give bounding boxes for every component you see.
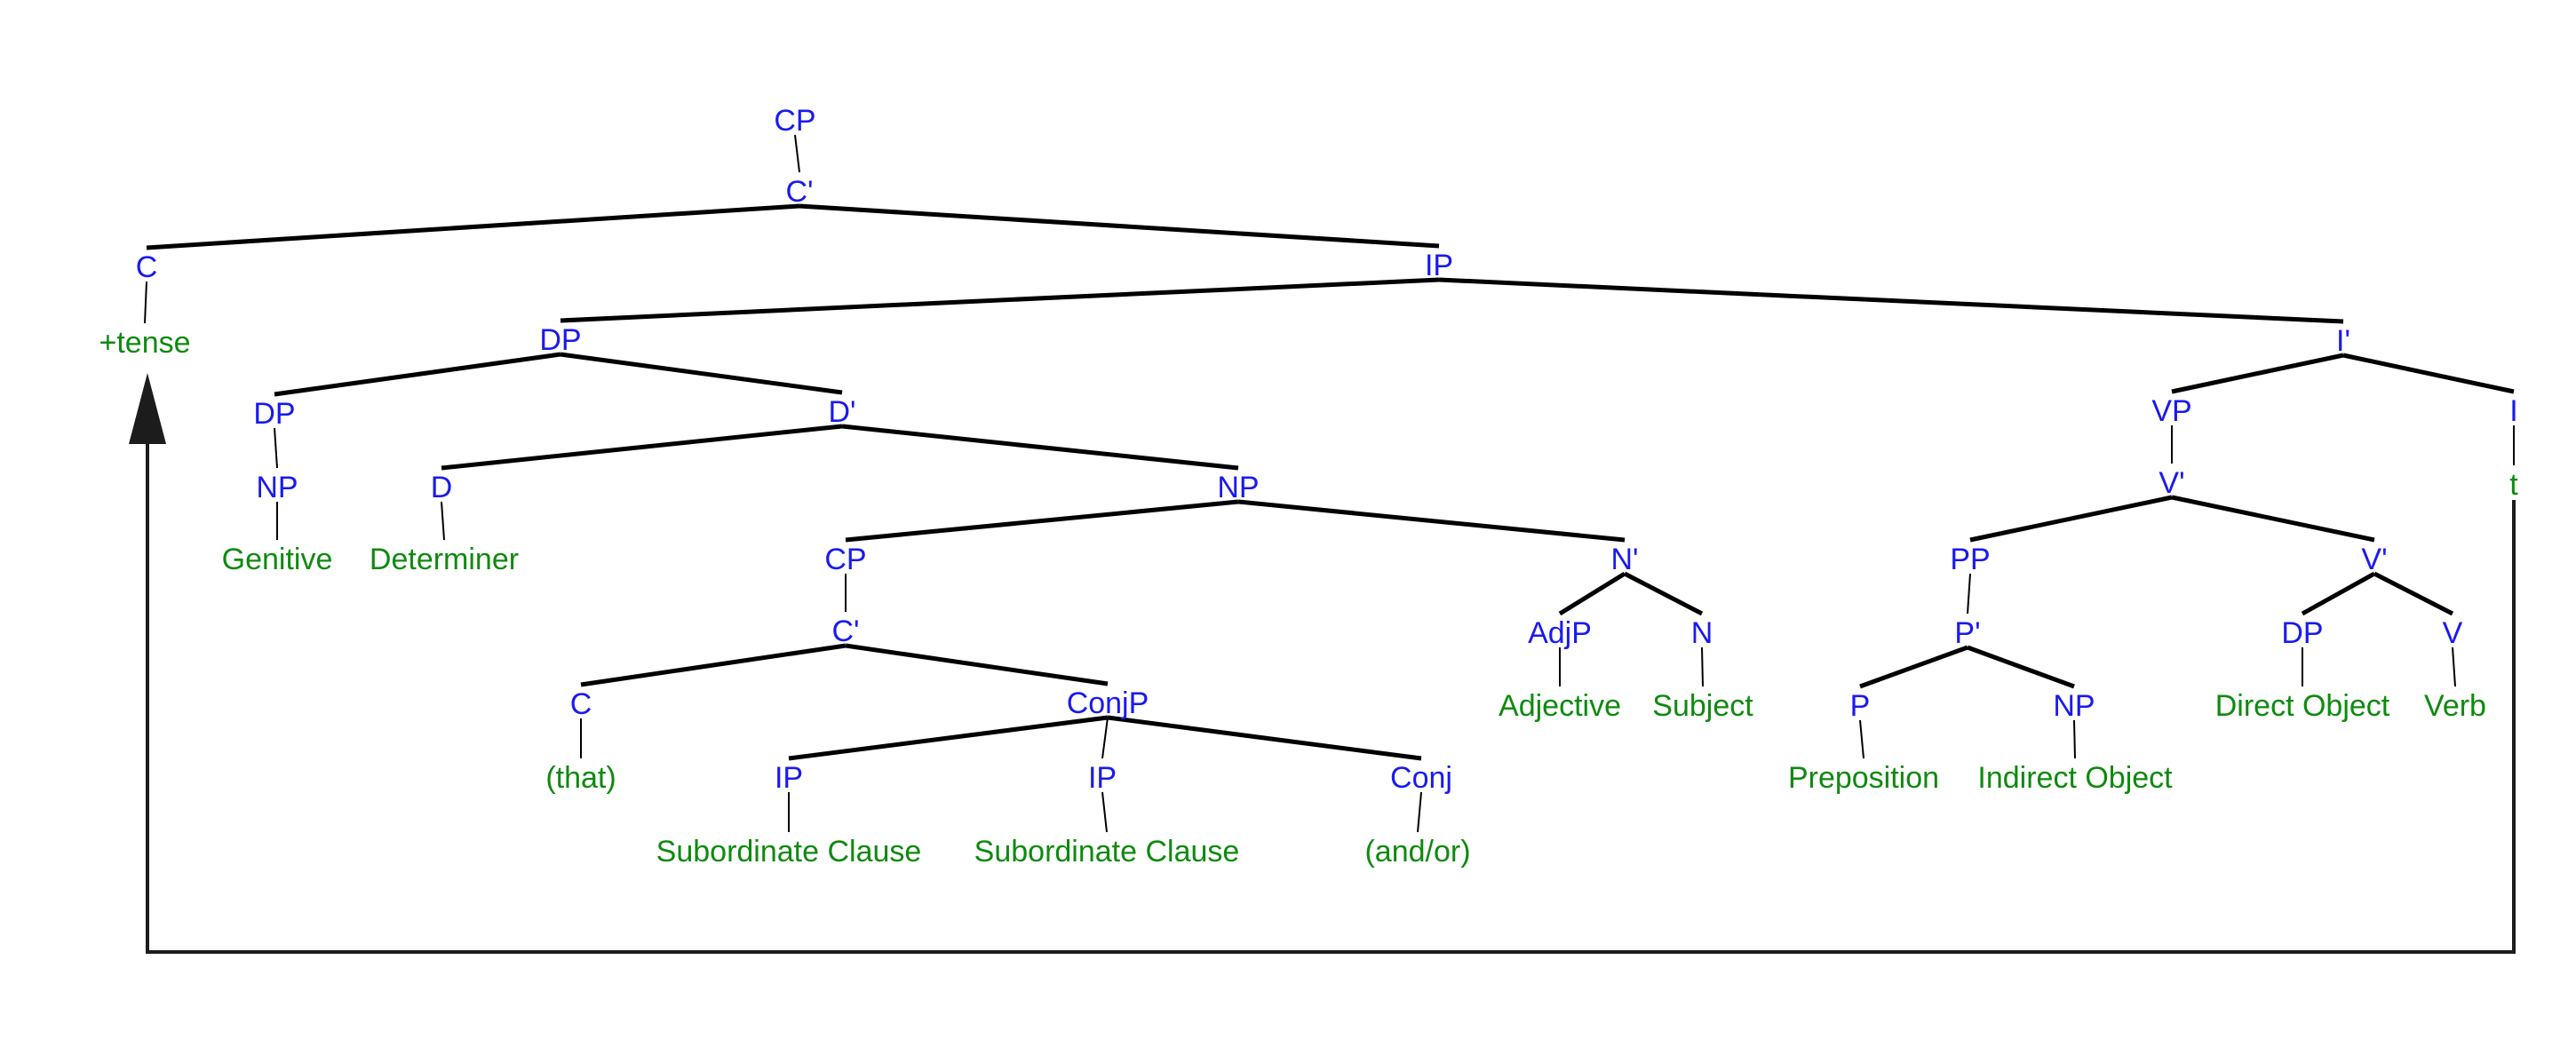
tree-node-VP: VP bbox=[2151, 394, 2191, 428]
tree-edge-NP2-Nbar bbox=[1237, 499, 1626, 543]
tree-node-SubCl1: Subordinate Clause bbox=[656, 835, 922, 869]
tree-edge-Vbar2-V bbox=[2373, 571, 2454, 616]
tree-edge-Vbar1-Vbar2 bbox=[2171, 495, 2375, 543]
tree-node-DP2: DP bbox=[253, 397, 295, 431]
tree-node-Pbar: P' bbox=[1954, 616, 1980, 650]
tree-node-Determiner: Determiner bbox=[370, 543, 519, 576]
tree-node-PP: PP bbox=[1950, 543, 1990, 576]
movement-arrow-line bbox=[146, 442, 2516, 954]
tree-edge-Dbar-D bbox=[441, 424, 843, 471]
tree-node-AdjP: AdjP bbox=[1528, 616, 1592, 650]
tree-edge-Dbar-NP2 bbox=[841, 424, 1239, 471]
tree-edges-layer bbox=[144, 134, 2515, 833]
tree-node-ConjP: ConjP bbox=[1067, 686, 1149, 720]
tree-node-Conj: Conj bbox=[1390, 761, 1452, 795]
tree-node-NP2: NP bbox=[1217, 471, 1259, 504]
tree-node-IP1: IP bbox=[1425, 249, 1453, 282]
tree-edge-IP3-SubCl2 bbox=[1101, 791, 1108, 833]
tree-edge-Cbar2-C2 bbox=[580, 643, 847, 687]
tree-edge-N-Subject bbox=[1701, 646, 1704, 687]
tree-edge-Nbar-N bbox=[1623, 571, 1704, 616]
movement-arrow-layer bbox=[129, 373, 2516, 954]
tree-edge-Vbar2-DP3 bbox=[2301, 571, 2376, 616]
tree-node-I: I bbox=[2509, 394, 2517, 428]
tree-node-CP2: CP bbox=[824, 543, 866, 576]
tree-node-DP1: DP bbox=[539, 323, 581, 357]
tree-node-C1: C bbox=[136, 250, 158, 284]
tree-edge-DP1-DP2 bbox=[274, 352, 561, 397]
tree-edge-IP1-Ibar bbox=[1438, 277, 2344, 324]
tree-node-DP3: DP bbox=[2281, 616, 2323, 650]
tree-node-N: N bbox=[1691, 616, 1713, 650]
tree-edge-DP2-NP1 bbox=[274, 427, 278, 469]
tree-edge-ConjP-IP3 bbox=[1101, 717, 1109, 759]
tree-node-andor: (and/or) bbox=[1364, 835, 1470, 869]
tree-edge-Pbar-NP3 bbox=[1967, 645, 2075, 689]
tree-node-DirObj: Direct Object bbox=[2215, 689, 2390, 723]
tree-node-IP3: IP bbox=[1088, 761, 1117, 795]
tree-node-Cbar1: C' bbox=[785, 175, 813, 209]
tree-node-V: V bbox=[2443, 616, 2463, 650]
tree-node-Nbar: N' bbox=[1610, 543, 1638, 576]
tree-edge-Cbar2-ConjP bbox=[845, 643, 1109, 686]
tree-edge-Pbar-P bbox=[1859, 645, 1968, 689]
tree-node-Adjective: Adjective bbox=[1499, 689, 1621, 723]
tree-node-SubCl2: Subordinate Clause bbox=[974, 835, 1240, 869]
tree-node-Verb: Verb bbox=[2424, 689, 2486, 723]
tree-edge-CP1-Cbar1 bbox=[794, 134, 800, 173]
tree-edge-C1-tense bbox=[144, 281, 147, 324]
tree-node-IP2: IP bbox=[775, 761, 803, 795]
tree-edge-Ibar-VP bbox=[2171, 353, 2344, 394]
tree-edge-Ibar-I bbox=[2342, 353, 2515, 394]
tree-edge-Cbar1-C1 bbox=[146, 203, 800, 250]
tree-nodes-layer: CPC'C+tenseIPDPDPNPGenitiveD'DDeterminer… bbox=[99, 104, 2518, 869]
tree-edge-Nbar-AdjP bbox=[1558, 571, 1626, 616]
tree-node-Ibar: I' bbox=[2336, 324, 2350, 358]
tree-node-tense: +tense bbox=[99, 326, 190, 360]
tree-node-Cbar2: C' bbox=[831, 615, 859, 648]
tree-edge-PP-Pbar bbox=[1967, 573, 1971, 615]
tree-edge-P-Preposition bbox=[1859, 719, 1864, 759]
tree-node-NP3: NP bbox=[2053, 689, 2095, 723]
tree-node-CP1: CP bbox=[774, 104, 815, 138]
tree-node-P: P bbox=[1850, 689, 1871, 723]
tree-node-Genitive: Genitive bbox=[222, 543, 333, 576]
tree-node-Preposition: Preposition bbox=[1788, 761, 1939, 795]
tree-node-D: D bbox=[431, 471, 453, 504]
tree-edge-IP1-DP1 bbox=[560, 277, 1440, 323]
tree-node-Dbar: D' bbox=[828, 395, 855, 429]
tree-node-IndObj: Indirect Object bbox=[1977, 761, 2173, 795]
tree-edge-Cbar1-IP1 bbox=[799, 203, 1440, 249]
tree-edge-DP1-Dbar bbox=[560, 352, 843, 395]
tree-edge-Vbar1-PP bbox=[1969, 495, 2173, 543]
tree-edge-D-Determiner bbox=[441, 501, 445, 541]
tree-node-Vbar2: V' bbox=[2361, 543, 2387, 576]
tree-edge-Conj-andor bbox=[1417, 791, 1422, 833]
tree-node-C2: C bbox=[570, 687, 592, 721]
tree-edge-NP2-CP2 bbox=[845, 499, 1239, 543]
movement-arrowhead-icon bbox=[129, 373, 166, 444]
tree-node-t: t bbox=[2509, 468, 2518, 502]
tree-edge-ConjP-IP2 bbox=[788, 715, 1109, 761]
tree-edge-ConjP-Conj bbox=[1107, 715, 1422, 761]
tree-node-Subject: Subject bbox=[1652, 689, 1753, 723]
tree-edge-NP3-IndObj bbox=[2073, 719, 2076, 759]
tree-node-NP1: NP bbox=[256, 471, 298, 504]
tree-node-that: (that) bbox=[545, 761, 616, 795]
tree-node-Vbar1: V' bbox=[2159, 466, 2184, 500]
tree-edge-V-Verb bbox=[2452, 646, 2456, 687]
